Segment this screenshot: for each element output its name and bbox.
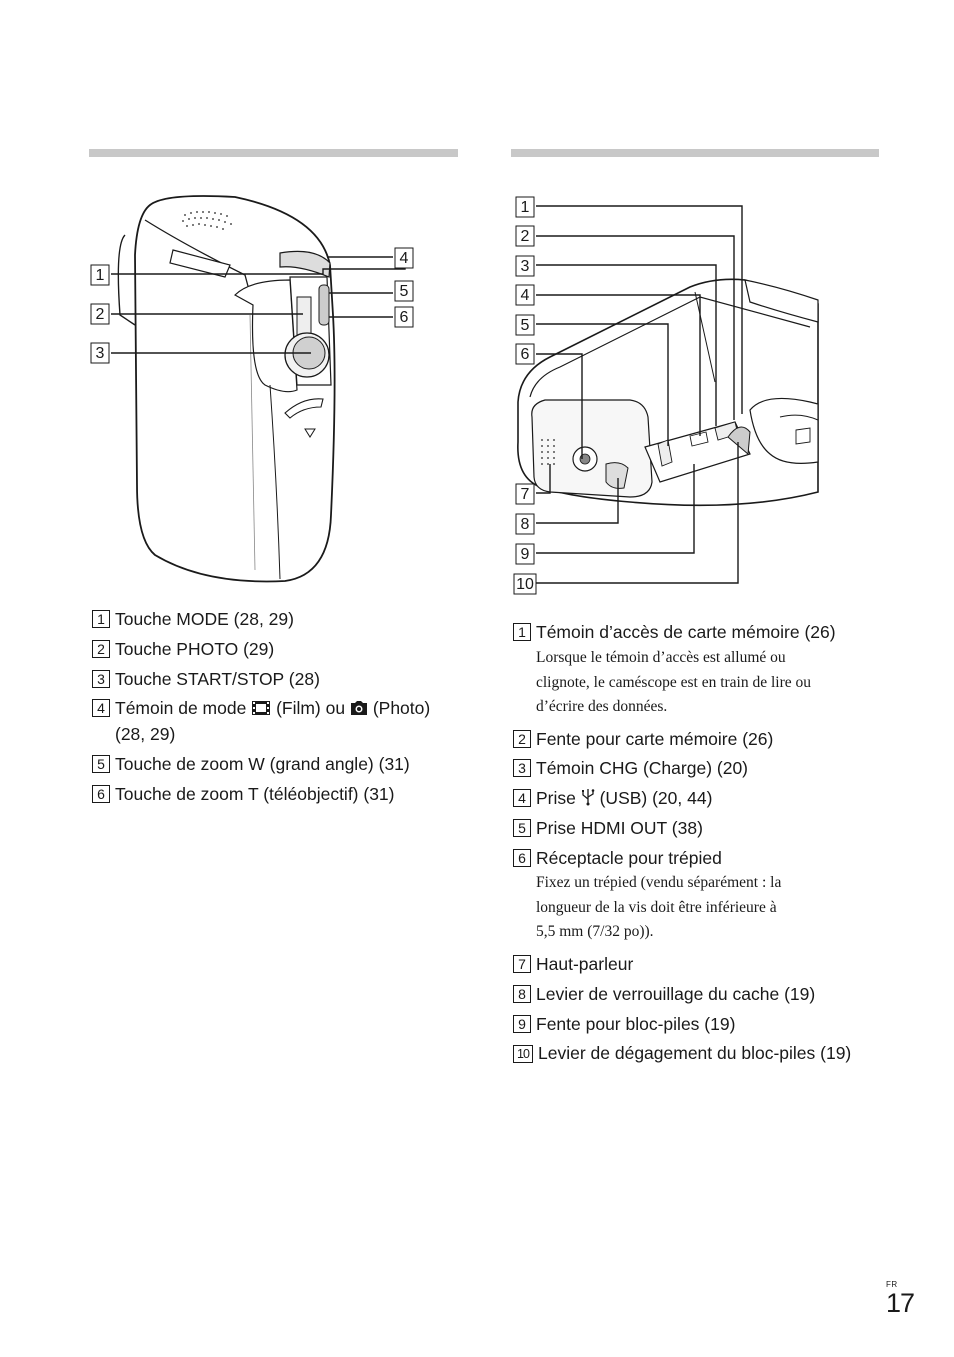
callout-1: 1 <box>96 267 105 284</box>
callout-2: 2 <box>96 306 105 323</box>
callout-1: 1 <box>521 199 530 216</box>
page-number: 17 <box>886 1288 915 1318</box>
callout-4: 4 <box>400 250 409 267</box>
callout-6: 6 <box>400 309 409 326</box>
camcorder-bottom-figure: 1 2 3 4 5 6 7 8 9 10 <box>513 196 819 595</box>
camcorder-side-figure: 1 2 3 4 5 6 <box>90 195 414 583</box>
callout-2: 2 <box>521 228 530 245</box>
legend-right-1-note: Lorsque le témoin d’accès est allumé ou … <box>536 649 812 715</box>
callout-5: 5 <box>521 317 530 334</box>
page-footer: FR 17 <box>886 1280 915 1318</box>
legend-left-4-line2: (28, 29) <box>115 724 176 744</box>
callout-5: 5 <box>400 283 409 300</box>
callout-7: 7 <box>521 486 530 503</box>
callout-3: 3 <box>96 345 105 362</box>
section-bar-left <box>89 149 458 157</box>
camera-icon <box>350 701 367 715</box>
usb-icon <box>581 789 595 806</box>
callout-3: 3 <box>521 258 530 275</box>
callout-4: 4 <box>521 287 530 304</box>
callout-10: 10 <box>516 576 534 593</box>
callout-6: 6 <box>521 346 530 363</box>
callout-9: 9 <box>521 546 530 563</box>
legend-right-6-note: Fixez un trépied (vendu séparément : la … <box>536 874 782 940</box>
callout-8: 8 <box>521 516 530 533</box>
language-code: FR <box>886 1280 898 1289</box>
section-bar-right <box>511 149 879 157</box>
film-icon <box>252 701 271 715</box>
